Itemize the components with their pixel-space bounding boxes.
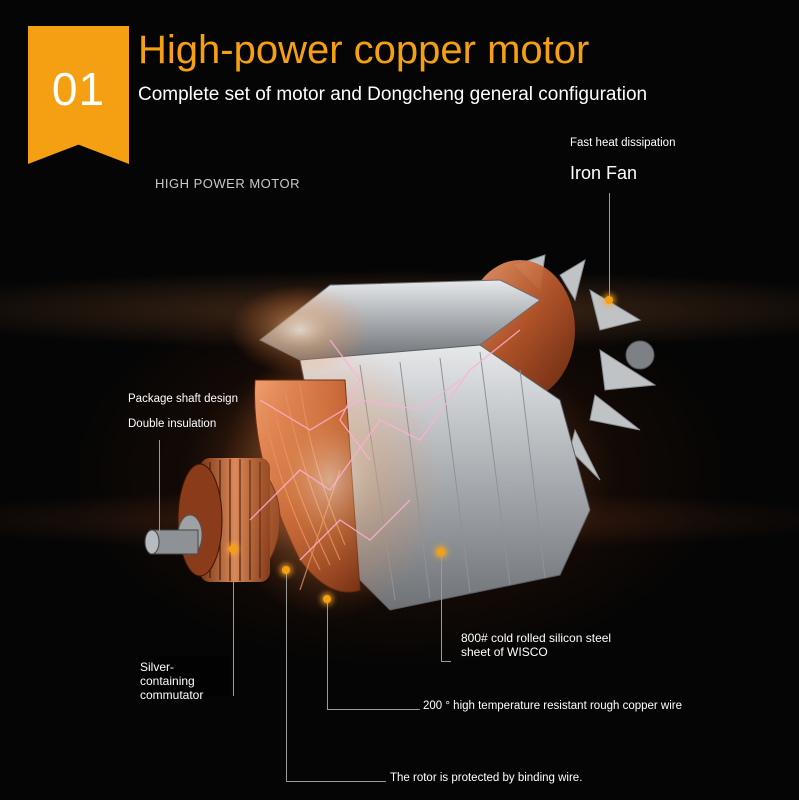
insulation-leader-line (159, 440, 160, 535)
fan-marker-dot (605, 296, 613, 304)
iron-fan-label: Iron Fan (570, 163, 638, 183)
fan-leader-line (609, 193, 610, 301)
commutator-label-box (138, 656, 230, 696)
binding-wire-label: The rotor is protected by binding wire. (390, 772, 583, 784)
binding-marker-dot (282, 566, 290, 574)
copper-leader-line-h (327, 709, 420, 710)
page-title: High-power copper motor (138, 28, 590, 72)
badge-number: 01 (51, 63, 106, 115)
copper-wire-label: 200 ° high temperature resistant rough c… (423, 700, 683, 712)
binding-leader-line-h (286, 781, 386, 782)
commutator-marker-dot (229, 545, 237, 553)
silicon-marker-dot (437, 548, 445, 556)
silicon-steel-label: 800# cold rolled silicon steel sheet of … (461, 631, 612, 659)
package-shaft-label: Package shaft design (128, 393, 238, 405)
number-badge: 01 (28, 26, 129, 164)
high-power-motor-tag: HIGH POWER MOTOR (155, 176, 300, 191)
binding-leader-line-v (286, 574, 287, 782)
copper-leader-line-v (327, 600, 328, 710)
silicon-leader-line-v (441, 552, 442, 662)
commutator-leader-line (233, 548, 234, 696)
silicon-leader-line-h (441, 661, 451, 662)
double-insulation-label: Double insulation (128, 418, 217, 430)
page-subtitle: Complete set of motor and Dongcheng gene… (138, 84, 648, 105)
fast-heat-label: Fast heat dissipation (570, 137, 676, 149)
copper-marker-dot (323, 595, 331, 603)
silver-commutator-label: Silver- containing commutator (140, 660, 204, 702)
